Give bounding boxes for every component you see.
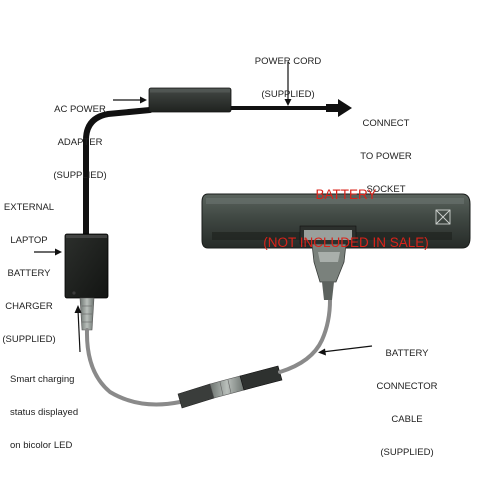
ac-power-adapter: [148, 87, 232, 113]
charger-label-line1: EXTERNAL: [3, 202, 55, 213]
bicolor-led: [72, 291, 76, 295]
charger-diagram: POWER CORD (SUPPLIED) AC POWER ADAPTER (…: [0, 34, 471, 458]
battery-title: BATTERY (NOT INCLUDED IN SALE): [256, 155, 436, 283]
battery-title-line2: (NOT INCLUDED IN SALE): [263, 235, 429, 250]
external-charger-label: EXTERNAL LAPTOP BATTERY CHARGER (SUPPLIE…: [0, 180, 58, 367]
battery-pack: [201, 193, 471, 249]
ac-adapter-label-line3: (SUPPLIED): [53, 170, 107, 181]
power-cord-label-line2: (SUPPLIED): [261, 89, 315, 100]
connect-socket-label: CONNECT TO POWER SOCKET: [354, 96, 418, 217]
socket-arrow-head: [338, 99, 352, 117]
power-cord-label-line1: POWER CORD: [254, 56, 322, 67]
battery-connector-cable-label: BATTERY CONNECTOR CABLE (SUPPLIED): [370, 326, 444, 480]
connect-label-line2: TO POWER: [360, 151, 412, 162]
external-charger: [64, 233, 109, 299]
smart-charging-line1: Smart charging: [10, 374, 75, 385]
led-pointer: [77, 309, 81, 353]
smart-charging-line2: status displayed: [10, 407, 79, 418]
charger-cable: [84, 328, 182, 407]
connect-label-line1: CONNECT: [362, 118, 410, 129]
cable-label-line3: CABLE: [391, 414, 423, 425]
ac-adapter-label-line2: ADAPTER: [57, 137, 103, 148]
smart-charging-line3: on bicolor LED: [10, 440, 73, 451]
power-cord-label: POWER CORD (SUPPLIED): [250, 34, 326, 122]
power-plug: [326, 104, 338, 112]
smart-charging-label: Smart charging status displayed on bicol…: [10, 352, 120, 473]
inline-connector: [177, 365, 283, 409]
cable-label-line1: BATTERY: [385, 348, 429, 359]
ac-power-adapter-label: AC POWER ADAPTER (SUPPLIED): [48, 82, 112, 203]
charger-label-line2: LAPTOP: [10, 235, 48, 246]
charger-label-line3: BATTERY: [7, 268, 51, 279]
connect-label-line3: SOCKET: [366, 184, 406, 195]
battery-title-line1: BATTERY: [315, 187, 377, 202]
cable-pointer: [321, 345, 373, 353]
dc-cable: [83, 107, 153, 241]
battery-connector-plug: [311, 243, 347, 300]
diagram-artwork: [34, 62, 471, 409]
cable-label-line2: CONNECTOR: [376, 381, 438, 392]
cable-label-line4: (SUPPLIED): [380, 447, 434, 458]
charger-label-line5: (SUPPLIED): [2, 334, 56, 345]
ac-adapter-label-line1: AC POWER: [54, 104, 106, 115]
battery-cable: [278, 298, 332, 374]
recycle-bin-icon: [435, 209, 451, 225]
charger-label-line4: CHARGER: [5, 301, 53, 312]
